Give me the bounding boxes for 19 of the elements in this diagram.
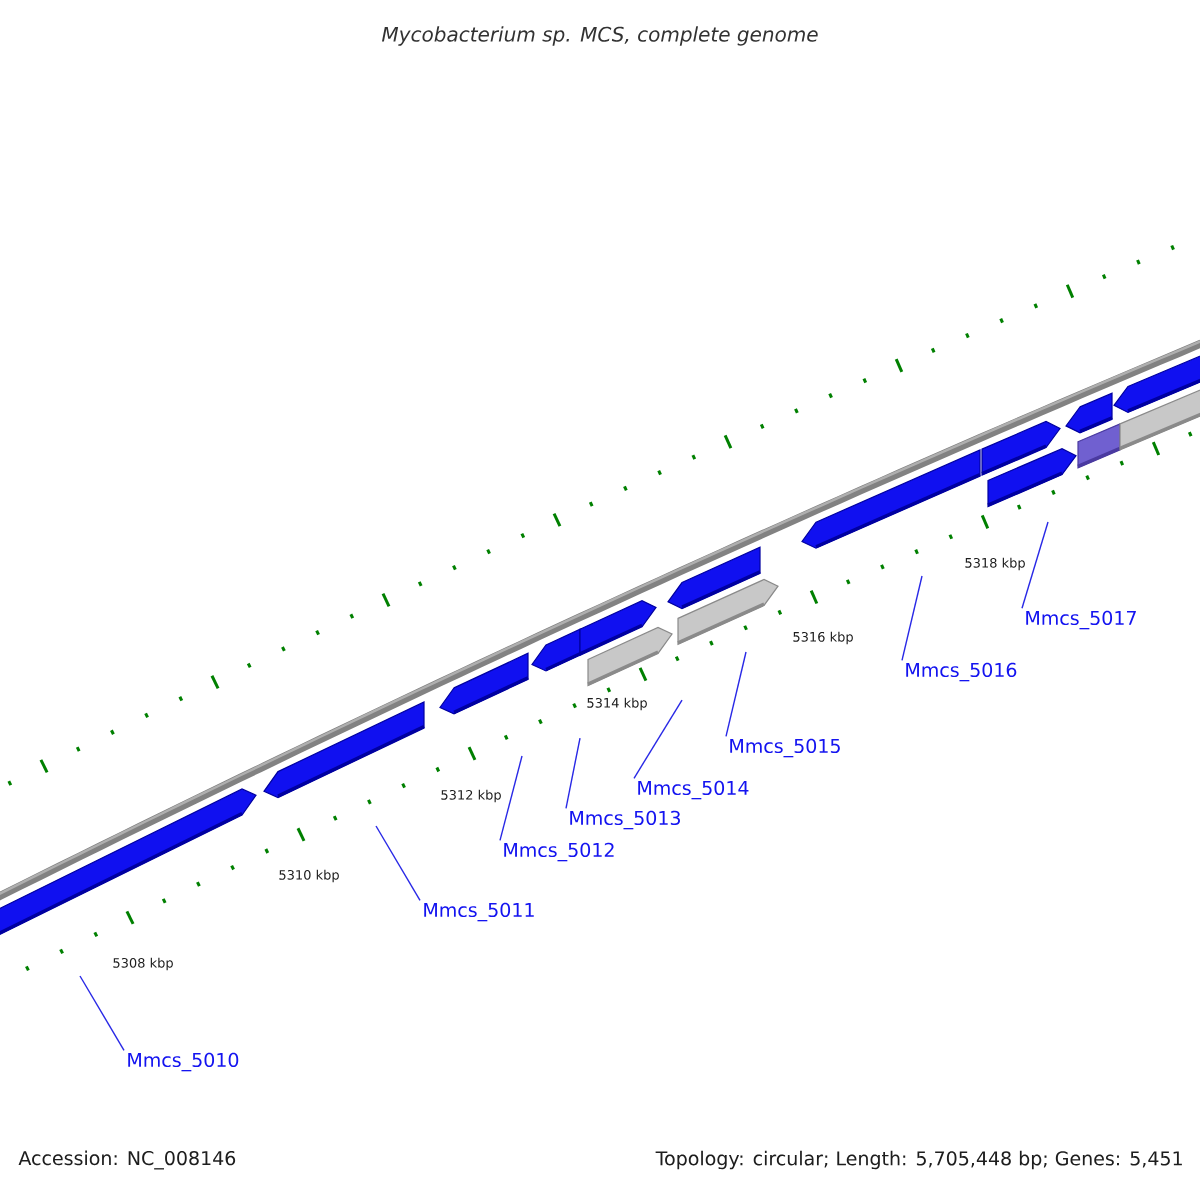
- leader-line: [565, 737, 581, 810]
- gene-label: Mmcs_5016: [906, 662, 1017, 682]
- leader-line: [901, 575, 923, 662]
- title: Mycobacterium sp. MCS, complete genome: [381, 26, 818, 46]
- genome-info-text: Topology: circular; Length: 5,705,448 bp; Genes: 5,451: [655, 1150, 1182, 1170]
- leader-line: [79, 975, 125, 1051]
- gene-label: Mmcs_5015: [730, 738, 840, 758]
- leader-line: [633, 699, 683, 780]
- gene-label: Mmcs_5013: [570, 810, 680, 830]
- leader-line: [375, 825, 421, 902]
- leader-line: [725, 651, 747, 738]
- gene-label: Mmcs_5012: [504, 842, 614, 862]
- leader-line: [1021, 521, 1049, 610]
- accession-text: Accession: NC_008146: [18, 1150, 236, 1170]
- gene-label: Mmcs_5010: [128, 1052, 239, 1072]
- gene-label: Mmcs_5011: [424, 902, 534, 922]
- leader-line: [499, 755, 523, 842]
- gene-label: Mmcs_5014: [638, 780, 749, 800]
- gene-label: Mmcs_5017: [1026, 610, 1136, 630]
